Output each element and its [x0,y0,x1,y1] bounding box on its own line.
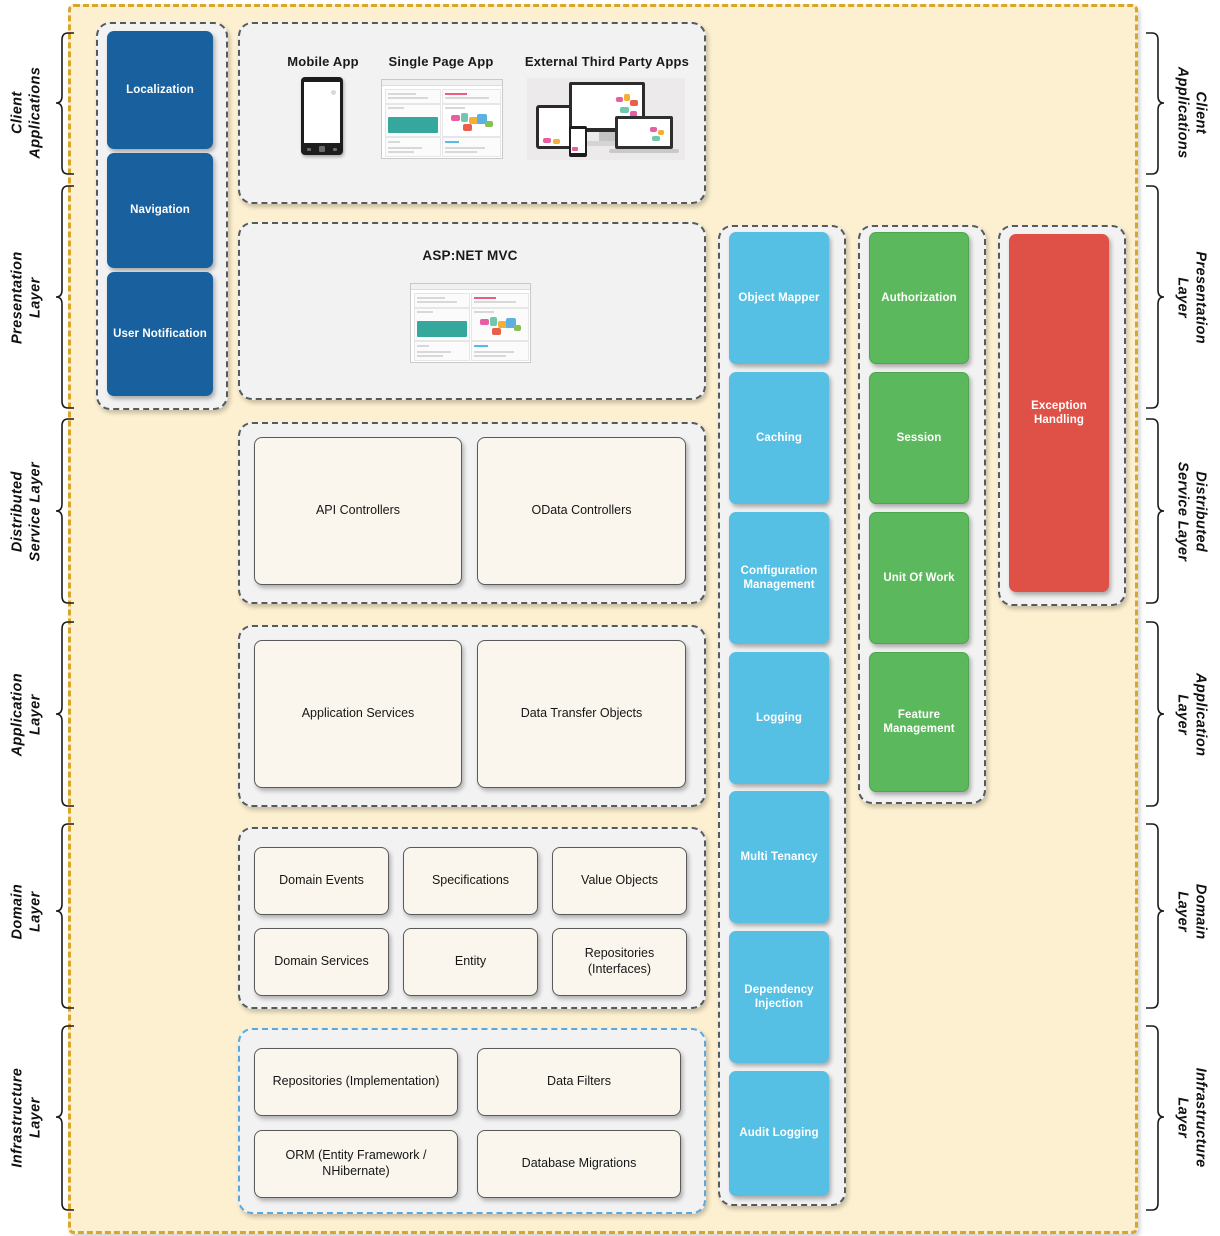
box-label: Data Transfer Objects [520,706,643,721]
tile-multi-tenancy[interactable]: Multi Tenancy [729,791,829,923]
presentation-dashboard-screenshot-icon [410,283,531,363]
tile-exception-handling[interactable]: Exception Handling [1009,234,1109,592]
left-label-distributed-service-layer: Distributed Service Layer [9,461,43,562]
box-data-filters[interactable]: Data Filters [477,1048,681,1116]
tile-label: Dependency Injection [744,983,814,1010]
tile-label: Caching [755,431,803,444]
left-braces [55,32,74,1211]
tile-label: Multi Tenancy [740,850,818,863]
tile-label: Navigation [130,204,190,217]
box-repositories-implementation[interactable]: Repositories (Implementation) [254,1048,458,1116]
box-domain-events[interactable]: Domain Events [254,847,389,915]
right-label-application-layer: Application Layer [1175,673,1209,757]
box-specifications[interactable]: Specifications [403,847,538,915]
browser-dashboard-screenshot-icon [381,79,503,159]
box-repositories-interfaces[interactable]: Repositories (Interfaces) [552,928,687,996]
box-label: Data Filters [547,1074,611,1089]
box-data-transfer-objects[interactable]: Data Transfer Objects [477,640,686,788]
left-label-application-layer: Application Layer [9,673,43,757]
right-label-domain-layer: Domain Layer [1175,883,1209,940]
box-label: API Controllers [315,503,401,518]
tile-caching[interactable]: Caching [729,372,829,504]
tile-label: Session [896,431,942,444]
tile-navigation[interactable]: Navigation [107,153,213,268]
box-api-controllers[interactable]: API Controllers [254,437,462,585]
tile-label: Audit Logging [739,1127,819,1140]
multi-device-screenshot-icon [527,78,685,160]
tile-user-notification[interactable]: User Notification [107,272,213,396]
box-label: Repositories (Implementation) [272,1074,440,1089]
box-label: Specifications [431,873,510,888]
caption-mobile-app: Mobile App [287,54,359,69]
tile-label: User Notification [113,327,207,340]
left-label-infrastructure-layer: Infrastructure Layer [9,1067,43,1168]
tile-label: Logging [755,711,803,724]
left-label-client-applications: Client Applications [9,66,43,159]
tile-audit-logging[interactable]: Audit Logging [729,1071,829,1196]
tile-feature-management[interactable]: Feature Management [869,652,969,792]
mobile-phone-screenshot-icon [301,77,343,155]
tile-unit-of-work[interactable]: Unit Of Work [869,512,969,644]
box-label: Repositories (Interfaces) [584,946,655,976]
presentation-title: ASP:NET MVC [422,248,518,263]
tile-label: Localization [126,83,194,96]
tile-label: Exception Handling [1031,399,1087,426]
tile-label: Feature Management [883,708,955,735]
box-value-objects[interactable]: Value Objects [552,847,687,915]
tile-logging[interactable]: Logging [729,652,829,784]
box-application-services[interactable]: Application Services [254,640,462,788]
box-label: ORM (Entity Framework / NHibernate) [285,1148,427,1178]
left-label-presentation-layer: Presentation Layer [9,251,43,345]
tile-object-mapper[interactable]: Object Mapper [729,232,829,364]
right-label-client-applications: Client Applications [1175,66,1209,159]
tile-label: Authorization [881,291,957,304]
box-label: Application Services [301,706,415,721]
tile-label: Object Mapper [738,291,820,304]
box-label: Database Migrations [521,1156,637,1171]
box-label: Domain Services [274,954,369,969]
tile-dependency-injection[interactable]: Dependency Injection [729,931,829,1063]
tile-authorization[interactable]: Authorization [869,232,969,364]
tile-localization[interactable]: Localization [107,31,213,149]
box-domain-services[interactable]: Domain Services [254,928,389,996]
caption-external-third-party-apps: External Third Party Apps [524,54,690,69]
tile-session[interactable]: Session [869,372,969,504]
box-label: Entity [454,954,487,969]
right-label-infrastructure-layer: Infrastructure Layer [1175,1067,1209,1168]
tile-label: Unit Of Work [883,571,955,584]
tile-configuration-management[interactable]: Configuration Management [729,512,829,644]
box-label: Domain Events [279,873,364,888]
caption-single-page-app: Single Page App [388,54,494,69]
box-label: Value Objects [581,873,658,888]
box-database-migrations[interactable]: Database Migrations [477,1130,681,1198]
tile-label: Configuration Management [740,564,818,591]
box-entity[interactable]: Entity [403,928,538,996]
left-label-domain-layer: Domain Layer [9,883,43,940]
box-orm[interactable]: ORM (Entity Framework / NHibernate) [254,1130,458,1198]
right-braces [1146,32,1165,1211]
box-odata-controllers[interactable]: OData Controllers [477,437,686,585]
right-label-presentation-layer: Presentation Layer [1175,251,1209,344]
right-label-distributed-service-layer: Distributed Service Layer [1175,461,1209,562]
box-label: OData Controllers [531,503,632,518]
